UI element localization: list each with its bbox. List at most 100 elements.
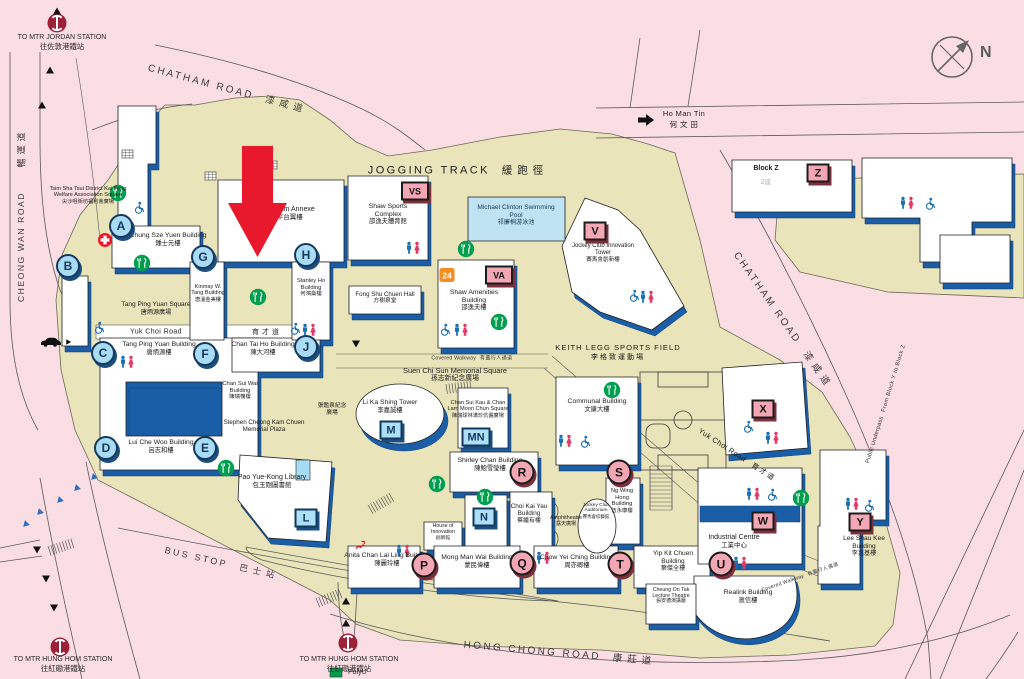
walkway-arrow-icon — [20, 520, 30, 530]
stephen-cheong-plaza-label: Stephen Cheong Kam Chuen Memorial Plaza — [223, 419, 305, 434]
up-arrow-icon — [53, 7, 61, 15]
core-badge-j: J — [294, 335, 318, 359]
walkway-arrow-icon — [54, 496, 64, 506]
core-badge-g: G — [191, 245, 215, 269]
restaurant-icon — [490, 313, 508, 331]
down-arrow-icon — [33, 546, 41, 554]
core-badge-t: T — [607, 551, 633, 577]
first-aid-icon — [98, 233, 112, 247]
yuk-choi-road-label: Yuk Choi Road — [130, 328, 182, 336]
core-badge-e: E — [193, 436, 217, 460]
yuk-choi-road-label-zh: 育才道 — [252, 329, 282, 336]
svg-text:24: 24 — [442, 271, 452, 281]
building-shape-block-z-annex — [939, 234, 1011, 284]
core-badge-l: L — [294, 508, 318, 528]
up-arrow-icon — [46, 66, 54, 74]
core-badge-v: V — [583, 221, 607, 241]
core-badge-c: C — [91, 341, 115, 365]
core-badge-mn: MN — [461, 427, 491, 447]
library-cyan-block — [295, 459, 311, 481]
restaurant-icon — [457, 240, 475, 258]
restaurant-icon — [476, 488, 494, 506]
building-shape-stanley-ho — [291, 261, 331, 341]
compass-n-label: N — [980, 44, 992, 61]
restaurant-icon — [428, 475, 446, 493]
core-badge-a: A — [109, 214, 133, 238]
walkway-arrow-icon — [34, 508, 44, 518]
rooftop-vent-icon — [121, 149, 134, 159]
cheong-wan-road-label-zh: 暢運道 — [16, 128, 27, 168]
mtr-icon — [337, 632, 359, 654]
industrial-centre-walkway-band — [699, 505, 801, 523]
core-badge-b: B — [56, 254, 80, 278]
core-badge-z: Z — [806, 163, 830, 183]
stephen-cheong-plaza-label-zh: 張鑑泉紀念廣場 — [317, 403, 347, 417]
ho-man-tin-arrow-icon — [638, 114, 654, 126]
legend-color-chip — [329, 667, 343, 678]
core-badge-n: N — [472, 507, 496, 527]
core-badge-r: R — [509, 459, 535, 485]
mtr-icon — [49, 636, 71, 658]
core-badge-x: X — [751, 399, 775, 419]
swimming-pool-shape — [467, 196, 566, 242]
legend-partial-label: PolyU — [348, 669, 367, 676]
road-lines — [0, 29, 1024, 679]
core-badge-f: F — [193, 342, 217, 366]
restaurant-icon — [603, 381, 621, 399]
open-24h-icon: 24 — [439, 268, 455, 282]
core-badge-d: D — [94, 436, 118, 460]
building-shape-communal — [555, 376, 639, 466]
core-badge-w: W — [751, 511, 775, 531]
restaurant-icon — [133, 254, 151, 272]
core-badge-p: P — [411, 552, 437, 578]
down-arrow-icon — [42, 575, 50, 583]
tsim-sha-tsui-square-label: Tsim Sha Tsui District Kai Fong Welfare … — [49, 186, 127, 205]
down-arrow-icon — [50, 604, 58, 612]
core-badge-u: U — [708, 551, 734, 577]
core-badge-vs: VS — [401, 181, 429, 201]
up-arrow-icon — [38, 101, 46, 109]
core-badge-q: Q — [509, 550, 535, 576]
amenity-icons: 24 — [20, 7, 936, 658]
core-badge-s: S — [606, 459, 632, 485]
core-badge-h: H — [294, 243, 318, 267]
restaurant-icon — [249, 288, 267, 306]
core-badge-m: M — [379, 420, 403, 440]
compass-icon — [931, 36, 973, 78]
walkway-arrow-icon — [71, 484, 81, 494]
